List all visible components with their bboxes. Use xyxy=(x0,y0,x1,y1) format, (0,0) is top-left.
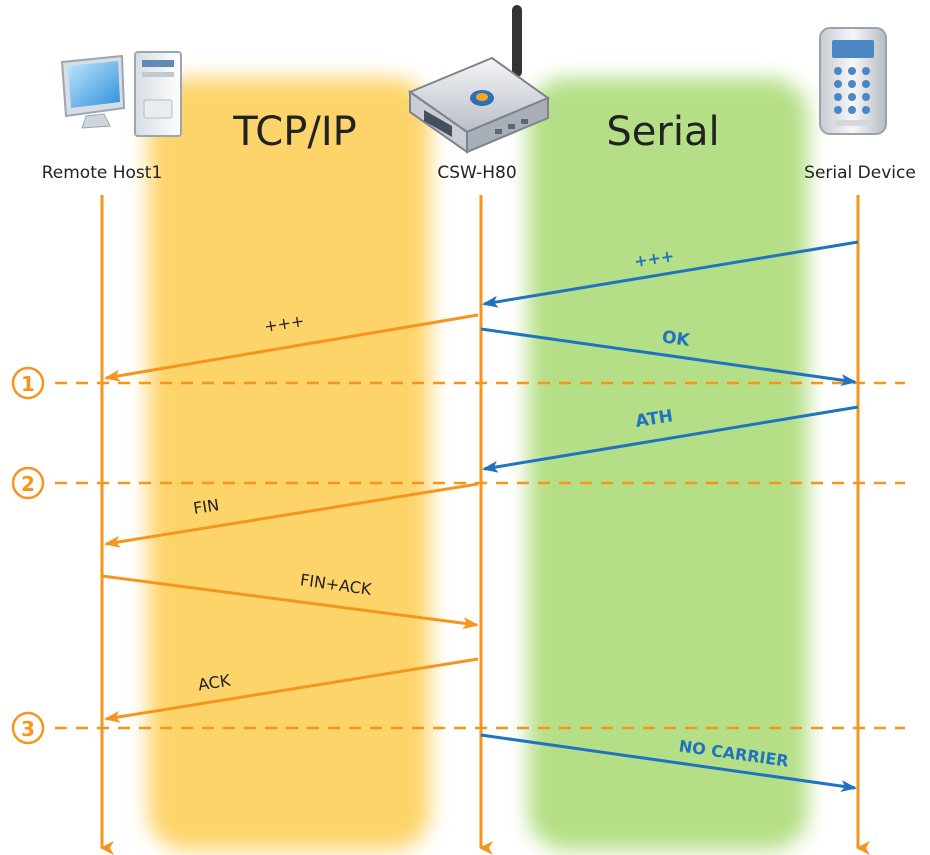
serial-lane-title: Serial xyxy=(606,109,719,155)
step-2-number: 2 xyxy=(21,472,35,496)
desktop-computer-icon xyxy=(60,51,182,137)
step-1-badge: 1 xyxy=(11,366,45,400)
message-ok-label: OK xyxy=(661,327,692,351)
csw-label: CSW-H80 xyxy=(437,163,516,183)
remote-host-label: Remote Host1 xyxy=(42,163,163,183)
step-2-badge: 2 xyxy=(11,466,45,500)
message-fin: FIN xyxy=(104,482,479,548)
tcpip-lane-title: TCP/IP xyxy=(232,109,357,155)
message-ack: ACK xyxy=(104,657,479,723)
step-1-number: 1 xyxy=(21,372,35,396)
message-plus-from-device: +++ xyxy=(482,240,859,308)
message-fin-label: FIN xyxy=(192,495,221,518)
tcpip-lane xyxy=(148,78,430,850)
message-ack-label: ACK xyxy=(197,671,232,695)
step-3-number: 3 xyxy=(21,717,35,741)
serial-device-server-icon xyxy=(407,5,551,154)
step-3-badge: 3 xyxy=(11,711,45,745)
keypad-terminal-icon xyxy=(819,27,887,135)
serial-lane xyxy=(528,78,808,850)
message-ok: OK xyxy=(480,327,857,386)
serial-device-label: Serial Device xyxy=(804,163,916,183)
